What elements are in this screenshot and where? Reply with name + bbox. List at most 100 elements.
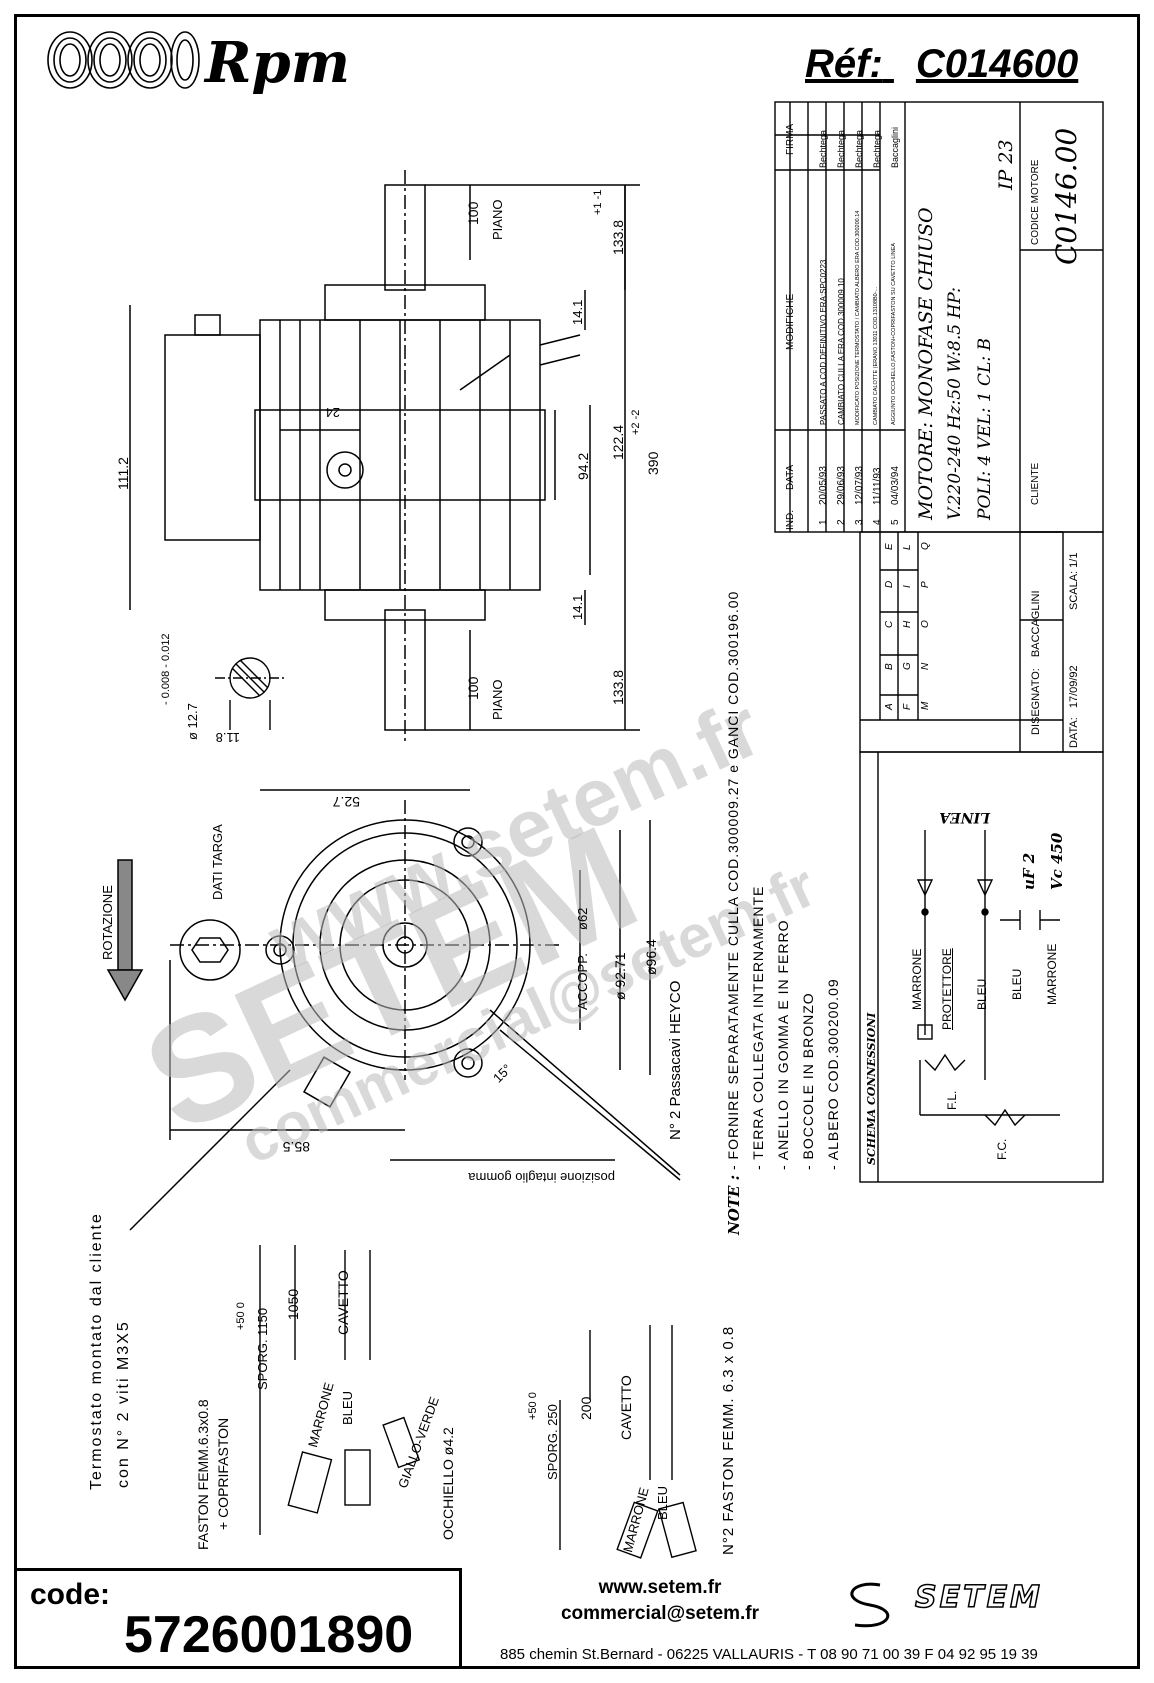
rev-header-ind: IND. xyxy=(785,510,796,530)
label-passacavi: N° 2 Passacavi HEYCO xyxy=(667,980,684,1140)
note-item: - ALBERO COD.300200.09 xyxy=(825,978,841,1170)
grid-letter: P xyxy=(920,581,931,588)
label-intaglio: posizione intaglio gomma xyxy=(468,1170,615,1185)
dim-111-2: 111.2 xyxy=(115,457,131,490)
dim-52-7: 52.7 xyxy=(332,794,360,810)
rev-row-firma: Bechtega xyxy=(818,129,828,168)
cable1-bleu: BLEU xyxy=(340,1391,355,1425)
motor-electrical: V.220-240 Hz:50 W:8.5 HP: xyxy=(945,287,965,520)
disegnato: DISEGNATO: BACCAGLINI xyxy=(1030,590,1042,735)
dim-122-4: 122.4 xyxy=(610,424,626,460)
footer-contact: www.setem.fr commercial@setem.fr xyxy=(520,1575,800,1627)
grid-letter: C xyxy=(884,620,895,628)
termostato-line2: con N° 2 viti M3X5 xyxy=(115,1320,132,1488)
rpm-logo-coils xyxy=(47,31,200,89)
title-block xyxy=(774,101,1104,1183)
rev-row-firma: Bechtega xyxy=(854,129,864,168)
grid-letter: N xyxy=(920,662,931,670)
motor-ip: IP 23 xyxy=(995,139,1017,190)
dim-133-bottom: 133.8 xyxy=(610,669,626,705)
codice-label: CODICE MOTORE xyxy=(1030,159,1041,245)
disegnato-label: DISEGNATO: xyxy=(1030,668,1042,735)
note-item: - FORNIRE SEPARATAMENTE CULLA COD.300009… xyxy=(725,590,741,1170)
schema-marrone-2: MARRONE xyxy=(1045,943,1059,1005)
footer-address: 885 chemin St.Bernard - 06225 VALLAURIS … xyxy=(500,1646,1038,1663)
schema-bleu-1: BLEU xyxy=(975,978,989,1010)
cable2-200: 200 xyxy=(578,1396,594,1420)
dim-11-8: 11.8 xyxy=(215,730,240,745)
tol-390: +2 -2 xyxy=(630,409,642,435)
rev-header-firma: FIRMA xyxy=(785,123,796,155)
grid-letter: M xyxy=(920,701,931,710)
rev-row-firma: Baccaglini xyxy=(890,126,900,168)
termostato-line1: Termostato montato dal cliente xyxy=(88,1212,105,1490)
dim-133-top: 133.8 xyxy=(610,219,626,255)
schema-fl: F.L. xyxy=(945,1090,959,1110)
rev-row-ind: 2 xyxy=(836,519,847,525)
schema-linea: LINEA xyxy=(939,809,990,825)
rev-row-data: 11/11/93 xyxy=(872,467,883,505)
grid-letter: Q xyxy=(920,542,931,550)
code-box xyxy=(14,1568,462,1669)
label-dati-targa: DATI TARGA xyxy=(210,824,225,900)
scala: SCALA: 1/1 xyxy=(1068,552,1080,610)
schema-fc: F.C. xyxy=(995,1138,1009,1160)
label-piano-bottom: PIANO xyxy=(490,679,505,720)
cable1-sporg-tol: +50 0 xyxy=(235,1302,247,1330)
cable1-1050: 1050 xyxy=(285,1288,301,1320)
dim-14-1-top: 14.1 xyxy=(570,299,585,325)
shaft-tolerance: - 0.008 - 0.012 xyxy=(160,633,172,705)
rev-row-data: 12/07/93 xyxy=(854,466,865,505)
dim-96-4: ø96.4 xyxy=(643,939,659,975)
data-label: DATA: xyxy=(1068,717,1080,748)
grid-letter: L xyxy=(902,544,913,550)
cable-drawings xyxy=(259,1245,697,1559)
rev-row-ind: 4 xyxy=(872,519,883,525)
schema-connessioni-diagram xyxy=(916,830,1060,1127)
label-accopp: ACCOPP. xyxy=(575,953,590,1010)
schema-protettore: PROTETTORE xyxy=(940,948,954,1030)
rev-row-modifica: PASSATO A COD.DEFINITIVO ERA:SPC0223 xyxy=(819,259,828,425)
cable1-faston: FASTON FEMM.6.3x0.8 xyxy=(195,1399,211,1550)
rev-row-data: 20/05/93 xyxy=(818,466,829,505)
rev-header-data: DATA xyxy=(785,464,796,490)
data-value: 17/09/92 xyxy=(1068,665,1080,709)
rev-row-firma: Bechtega xyxy=(872,129,882,168)
ref-value: C014600 xyxy=(915,42,1079,86)
data-disegno: DATA: 17/09/92 xyxy=(1068,665,1080,748)
label-piano-top: PIANO xyxy=(490,199,505,240)
code-label: code: xyxy=(30,1578,111,1611)
grid-letter: G xyxy=(902,662,913,670)
cable2-sporg: SPORG. 250 xyxy=(545,1404,560,1480)
disegnato-value: BACCAGLINI xyxy=(1030,590,1042,658)
rev-row-modifica: MODIFICATO POSIZIONE TERMOSTATO / CAMBIA… xyxy=(855,210,861,425)
grid-letter: I xyxy=(902,585,913,588)
motor-side-view xyxy=(129,170,640,745)
grid-letter: B xyxy=(884,663,895,670)
ref-label: Réf: xyxy=(805,42,883,86)
notes-label: NOTE : xyxy=(725,1174,743,1235)
cable1-cavetto: CAVETTO xyxy=(335,1270,351,1335)
dim-62: ø62 xyxy=(575,907,590,930)
grid-letter: F xyxy=(902,703,913,710)
brand-logo: Rpm xyxy=(205,30,350,96)
schema-bleu-2: BLEU xyxy=(1010,968,1024,1000)
code-value: 5726001890 xyxy=(124,1606,414,1664)
dim-94-2: 94.2 xyxy=(575,452,591,480)
shaft-diameter: ø 12.7 xyxy=(185,703,200,740)
motor-poles: POLI: 4 VEL: 1 CL: B xyxy=(975,338,995,520)
cable2-bleu: BLEU xyxy=(655,1486,670,1520)
note-item: - ANELLO IN GOMMA E IN FERRO xyxy=(775,919,791,1170)
schema-vc: Vc 450 xyxy=(1048,832,1066,890)
rev-row-ind: 3 xyxy=(854,519,865,525)
footer-email[interactable]: commercial@setem.fr xyxy=(560,1603,760,1624)
dim-85-5: 85.5 xyxy=(282,1139,310,1155)
cable1-occhiello: OCCHIELLO ø4.2 xyxy=(440,1427,456,1540)
shaft-section xyxy=(215,657,285,730)
cable1-sporg: SPORG. 1150 xyxy=(255,1307,270,1390)
footer-website[interactable]: www.setem.fr xyxy=(598,1577,722,1598)
dim-100-top: 100 xyxy=(465,201,481,225)
grid-letter: H xyxy=(902,620,913,628)
motor-title: MOTORE: MONOFASE CHIUSO xyxy=(915,207,937,520)
